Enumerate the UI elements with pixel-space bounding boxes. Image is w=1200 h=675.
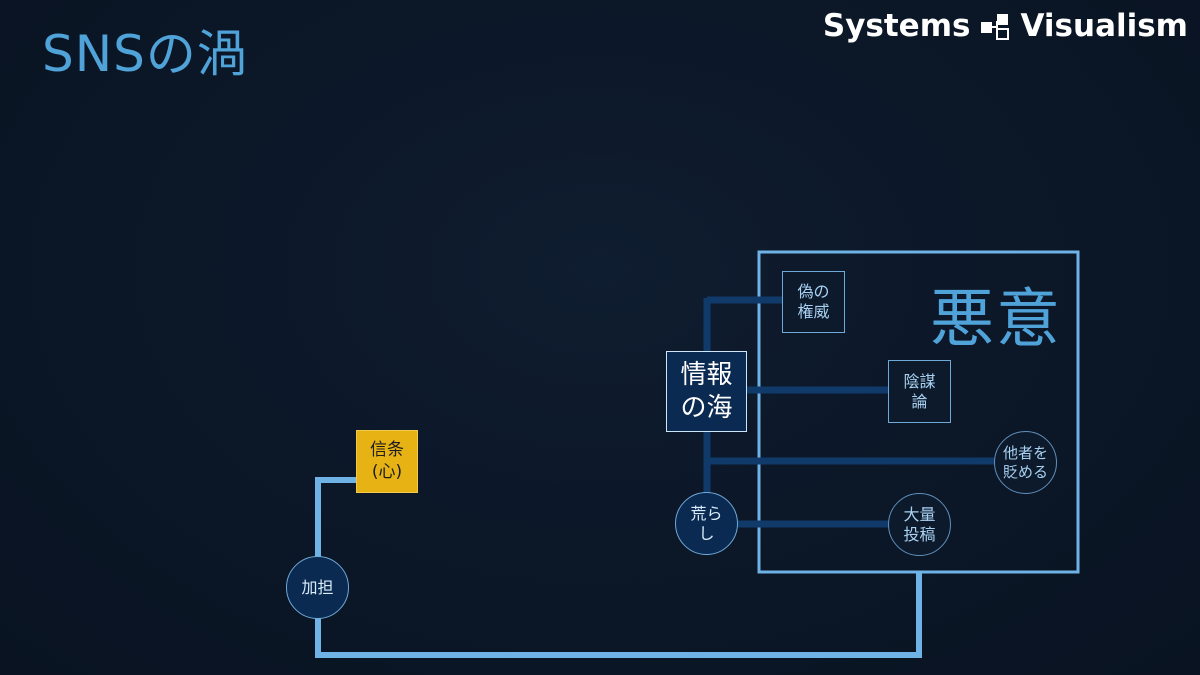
brand-right-text: Visualism: [1020, 8, 1188, 44]
brand-logo-icon: [981, 14, 1010, 40]
node-information-sea: 情報 の海: [666, 351, 747, 432]
node-complicity: 加担: [286, 556, 349, 619]
brand-left-text: Systems: [822, 8, 971, 44]
malice-label: 悪意: [930, 283, 1062, 357]
brand-logo-text: Systems Visualism: [823, 8, 1188, 44]
page-title: SNSの渦: [42, 25, 248, 83]
node-conspiracy-theory: 陰謀 論: [888, 360, 951, 423]
node-trolling: 荒ら し: [675, 492, 738, 555]
node-defame-others: 他者を 貶める: [994, 431, 1057, 494]
wire-loop: [315, 477, 922, 658]
node-fake-authority: 偽の 権威: [782, 271, 845, 333]
node-belief: 信条 (心): [356, 430, 418, 493]
node-mass-posting: 大量 投稿: [888, 493, 951, 556]
